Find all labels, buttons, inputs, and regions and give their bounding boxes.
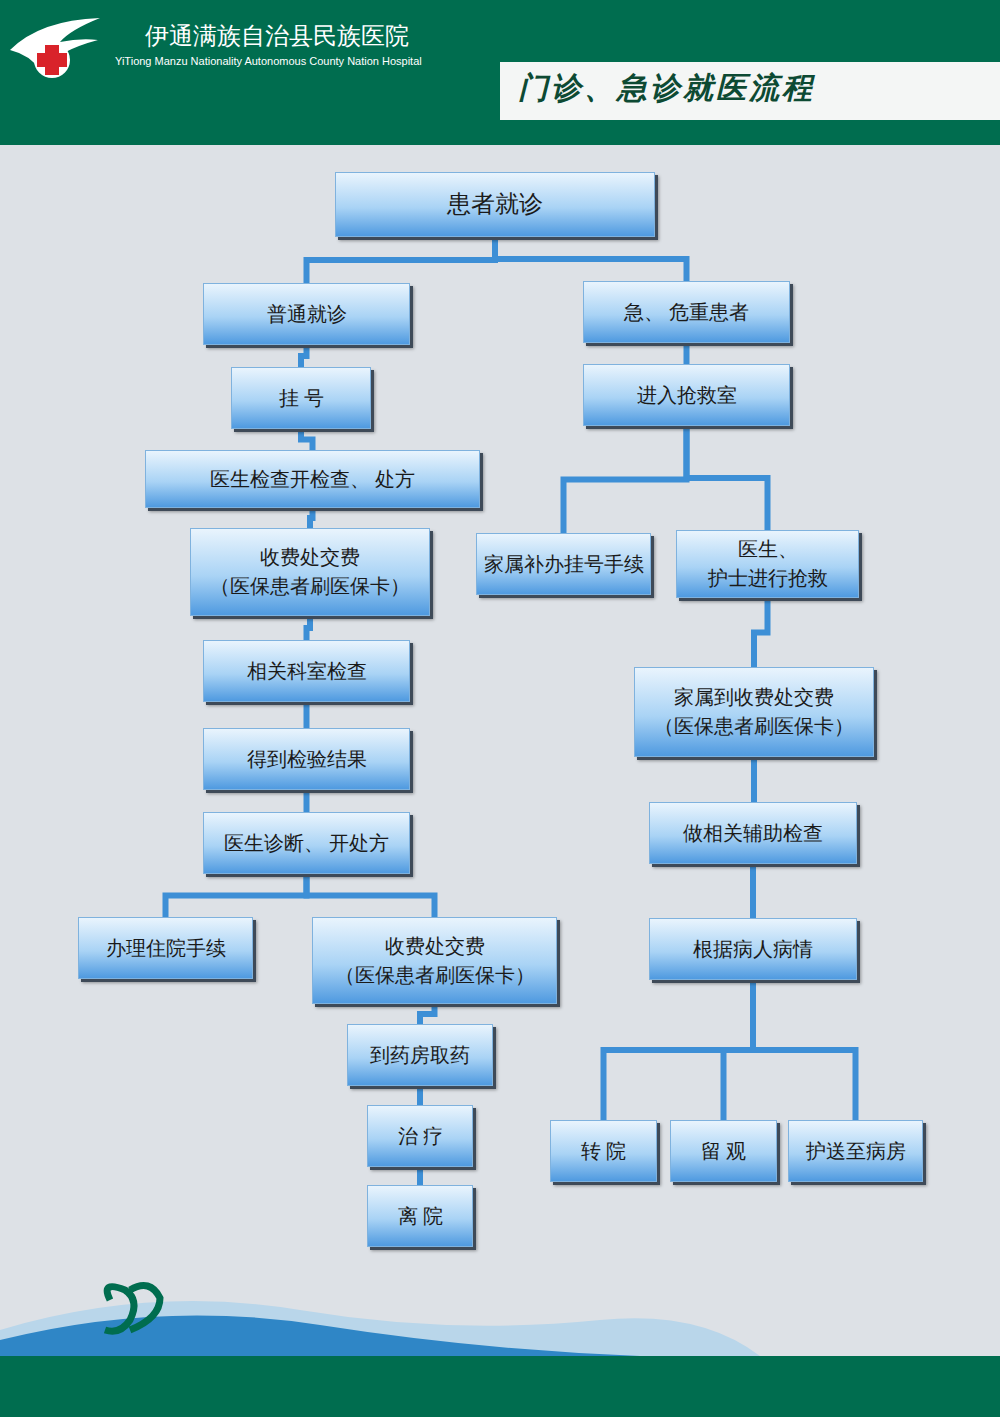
flow-connector [604,980,754,1120]
box-label: 离 院 [398,1202,443,1231]
hospital-name: 伊通满族自治县民族医院 [145,20,409,52]
box-label: 留 观 [701,1137,746,1166]
flow-connector [420,1004,435,1024]
flow-connector [753,980,856,1120]
box-label: 急、 危重患者 [624,298,749,327]
flow-connector [751,757,757,802]
title-strip [500,62,1000,120]
box-label: 普通就诊 [267,300,347,329]
flow-connector [417,1086,423,1105]
box-label: 相关科室检查 [247,657,367,686]
flow-connector [304,790,310,812]
header-band [0,0,1000,145]
process-box: 收费处交费 （医保患者刷医保卡） [190,528,430,616]
flow-connector [754,598,768,667]
process-box: 办理住院手续 [78,917,253,979]
box-label: 家属到收费处交费 （医保患者刷医保卡） [642,683,866,741]
process-box: 离 院 [367,1185,473,1247]
process-box: 医生、 护士进行抢救 [676,530,859,598]
box-label: 到药房取药 [370,1041,470,1070]
process-box: 治 疗 [367,1105,473,1167]
process-box: 护送至病房 [788,1120,923,1182]
flow-connector [301,345,307,367]
box-label: 进入抢救室 [637,381,737,410]
process-box: 到药房取药 [347,1024,493,1086]
box-label: 患者就诊 [447,187,543,222]
process-box: 家属到收费处交费 （医保患者刷医保卡） [634,667,874,757]
process-box: 做相关辅助检查 [649,802,857,864]
process-box: 根据病人病情 [649,918,857,980]
flow-connector [304,702,310,728]
process-box: 相关科室检查 [203,640,410,702]
box-label: 办理住院手续 [106,934,226,963]
flow-connector [166,874,307,917]
process-box: 急、 危重患者 [583,281,790,343]
box-label: 家属补办挂号手续 [484,550,643,579]
process-box: 收费处交费 （医保患者刷医保卡） [312,917,557,1004]
flow-connector [417,1167,423,1185]
box-label: 护送至病房 [806,1137,906,1166]
process-box: 家属补办挂号手续 [476,533,651,595]
process-box: 进入抢救室 [583,364,790,426]
box-label: 挂 号 [279,384,324,413]
page-title: 门诊、急诊就医流程 [518,68,815,109]
box-label: 收费处交费 （医保患者刷医保卡） [320,932,549,990]
box-label: 医生诊断、 开处方 [224,829,389,858]
box-label: 医生、 护士进行抢救 [684,535,851,593]
box-label: 根据病人病情 [693,935,813,964]
process-box: 医生检查开检查、 处方 [145,450,480,508]
hospital-name-english: YiTiong Manzu Nationality Autonomous Cou… [115,55,422,67]
flow-connector [301,429,313,450]
footer-band [0,1356,1000,1417]
flow-connector [750,864,756,918]
flow-connector [495,237,687,281]
flow-connector [724,980,754,1120]
flow-connector [307,237,496,283]
flow-connector [307,616,311,640]
box-label: 得到检验结果 [247,745,367,774]
box-label: 医生检查开检查、 处方 [210,465,415,494]
flow-connector [307,874,435,917]
flow-connector [310,508,313,528]
flow-connector [684,343,690,364]
box-label: 治 疗 [398,1122,443,1151]
process-box: 挂 号 [231,367,371,429]
process-box: 医生诊断、 开处方 [203,812,410,874]
flow-connector [687,426,768,530]
process-box: 患者就诊 [335,172,655,237]
logo [10,18,100,78]
bottom-wave [0,1286,760,1357]
process-box: 留 观 [670,1120,777,1182]
process-box: 普通就诊 [203,283,410,345]
flow-connector [564,426,687,533]
box-label: 收费处交费 （医保患者刷医保卡） [198,543,422,601]
process-box: 得到检验结果 [203,728,410,790]
box-label: 转 院 [581,1137,626,1166]
process-box: 转 院 [550,1120,657,1182]
box-label: 做相关辅助检查 [683,819,823,848]
